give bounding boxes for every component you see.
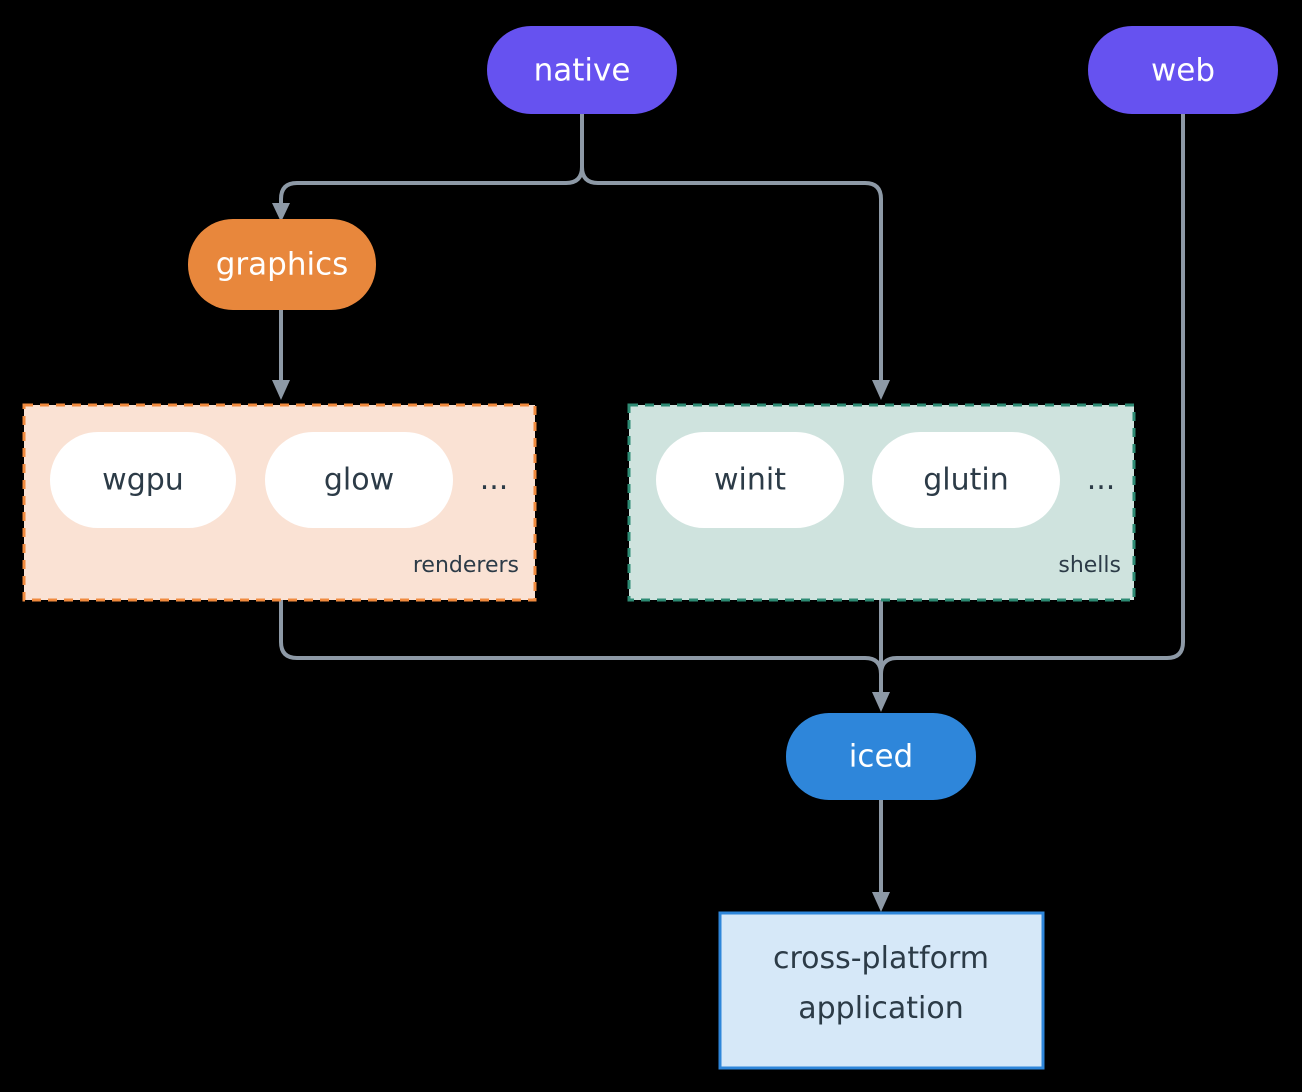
pill-glow-shape (265, 432, 453, 528)
group-renderers: wgpu glow ... renderers (22, 403, 537, 602)
pill-wgpu-label: wgpu (102, 463, 184, 498)
node-native[interactable]: native (487, 26, 677, 114)
node-native-label: native (534, 53, 631, 89)
node-iced[interactable]: iced (786, 713, 976, 800)
pill-glutin-label: glutin (923, 463, 1009, 498)
pill-winit[interactable]: winit (656, 432, 844, 528)
pill-winit-label: winit (714, 463, 786, 498)
pill-wgpu-shape (50, 432, 236, 528)
pill-wgpu[interactable]: wgpu (50, 432, 236, 528)
node-graphics-label: graphics (216, 247, 349, 283)
node-application-label-line1: cross-platform (773, 941, 989, 976)
group-shells-title: shells (1058, 553, 1121, 578)
node-graphics[interactable]: graphics (188, 219, 376, 310)
edge-layer (272, 113, 1185, 912)
node-web[interactable]: web (1088, 26, 1278, 114)
edge-renderers-to-iced (279, 600, 883, 695)
arrowhead-native-to-graphics (272, 203, 290, 222)
node-web-label: web (1151, 53, 1215, 89)
shells-ellipsis: ... (1087, 462, 1116, 497)
node-native-shape (487, 26, 677, 114)
node-application-shape (718, 911, 1045, 1070)
pill-winit-shape (656, 432, 844, 528)
renderers-ellipsis: ... (480, 462, 509, 497)
node-iced-label: iced (849, 739, 913, 775)
node-web-shape (1088, 26, 1278, 114)
arrowhead-native-to-shells (872, 380, 890, 400)
node-iced-shape (786, 713, 976, 800)
arrowhead-merge-to-iced (872, 692, 890, 712)
edge-web-to-iced (879, 113, 1185, 695)
node-application-label-line2: application (798, 991, 963, 1026)
edge-native-to-shells (580, 113, 883, 383)
pill-glutin[interactable]: glutin (872, 432, 1060, 528)
group-renderers-title: renderers (413, 553, 519, 578)
edge-native-trunk (279, 113, 584, 207)
node-graphics-shape (188, 219, 376, 310)
arrowhead-iced-to-application (872, 892, 890, 912)
group-shells: winit glutin ... shells (627, 403, 1136, 602)
pill-glutin-shape (872, 432, 1060, 528)
pill-glow[interactable]: glow (265, 432, 453, 528)
pill-glow-label: glow (324, 463, 394, 498)
arrowhead-graphics-to-renderers (272, 380, 290, 400)
node-application[interactable]: cross-platform application (718, 911, 1045, 1070)
